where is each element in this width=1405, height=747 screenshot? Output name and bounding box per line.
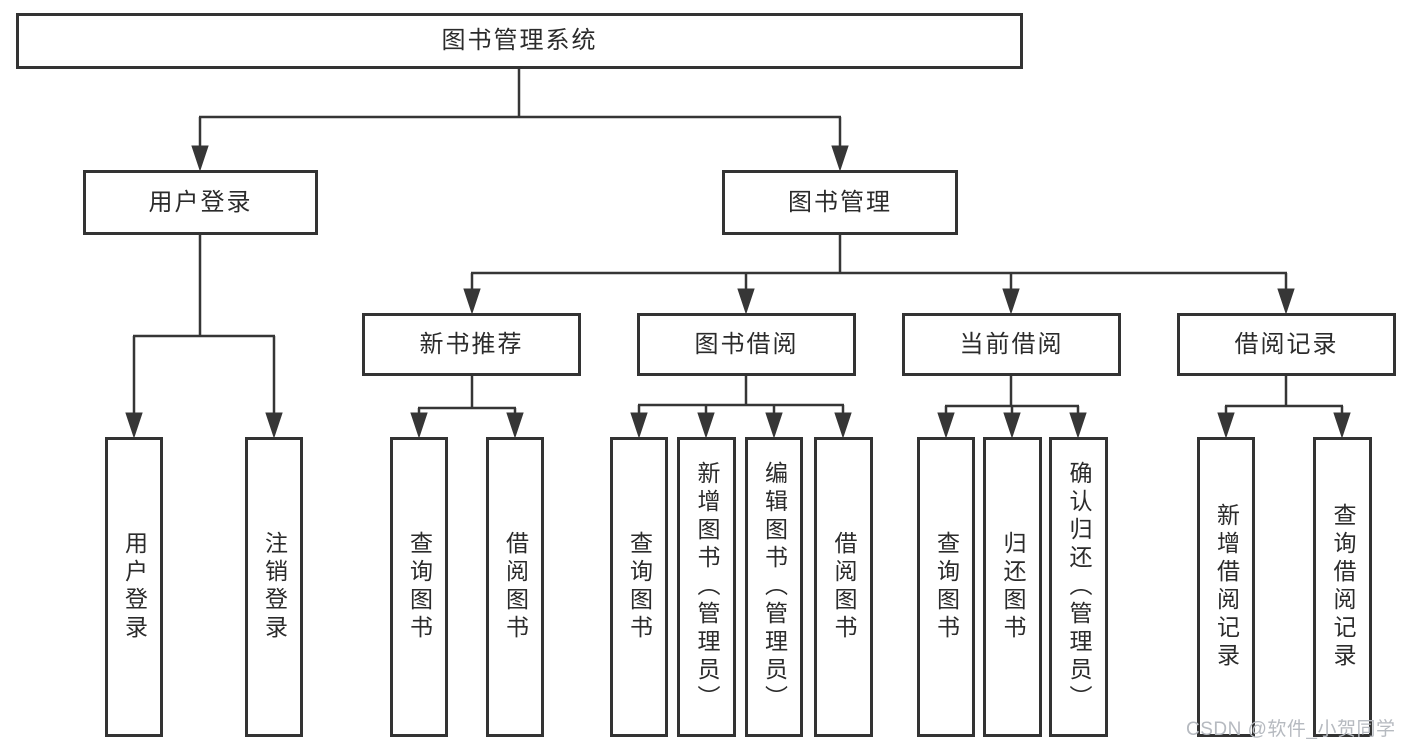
- node-label: 查询图书: [933, 531, 960, 643]
- leaf-logout: 注销登录: [245, 437, 303, 737]
- leaf-user-login: 用户登录: [105, 437, 163, 737]
- edge-borrowing-children: [630, 376, 852, 439]
- node-label: 借阅图书: [502, 531, 529, 643]
- leaf-query-books-recommend: 查询图书: [390, 437, 448, 737]
- edge-root-to-level2: [191, 69, 849, 172]
- node-label: 新增借阅记录: [1213, 503, 1240, 671]
- leaf-return-books: 归还图书: [983, 437, 1042, 737]
- node-label: 归还图书: [1000, 531, 1026, 643]
- node-label: 查询图书: [626, 531, 653, 643]
- node-label: 注销登录: [261, 531, 288, 643]
- leaf-add-borrow-record: 新增借阅记录: [1197, 437, 1255, 737]
- node-label: 图书借阅: [694, 330, 799, 358]
- csdn-watermark: CSDN @软件_小贺同学: [1186, 719, 1396, 740]
- node-current-borrowing: 当前借阅: [902, 313, 1121, 376]
- node-label: 借阅记录: [1234, 330, 1339, 358]
- leaf-query-books-current: 查询图书: [917, 437, 975, 737]
- edge-recommendation-children: [410, 376, 524, 439]
- edge-current-borrowing-children: [937, 376, 1087, 439]
- leaf-borrow-books-borrowing: 借阅图书: [814, 437, 873, 737]
- edge-records-children: [1217, 376, 1351, 439]
- leaf-query-books-borrowing: 查询图书: [610, 437, 668, 737]
- node-label: 编辑图书（管理员）: [761, 461, 788, 713]
- node-label: 查询图书: [406, 531, 433, 643]
- node-book-management: 图书管理: [722, 170, 958, 235]
- node-new-book-recommendation: 新书推荐: [362, 313, 581, 376]
- leaf-query-borrow-record: 查询借阅记录: [1313, 437, 1372, 737]
- node-label: 新书推荐: [419, 330, 524, 358]
- leaf-add-books-admin: 新增图书（管理员）: [677, 437, 736, 737]
- node-label: 查询借阅记录: [1330, 503, 1356, 671]
- node-label: 借阅图书: [831, 531, 857, 643]
- node-label: 当前借阅: [959, 330, 1064, 358]
- edge-book-management-children: [463, 235, 1295, 315]
- leaf-confirm-return-admin: 确认归还（管理员）: [1049, 437, 1108, 737]
- edge-user-login-children: [125, 235, 283, 439]
- node-library-management-system: 图书管理系统: [16, 13, 1023, 69]
- node-borrowing-records: 借阅记录: [1177, 313, 1396, 376]
- node-label: 用户登录: [121, 531, 148, 643]
- node-label: 新增图书（管理员）: [694, 461, 720, 713]
- node-book-borrowing: 图书借阅: [637, 313, 856, 376]
- node-label: 图书管理: [788, 188, 892, 216]
- node-label: 确认归还（管理员）: [1066, 461, 1092, 713]
- leaf-borrow-books-recommend: 借阅图书: [486, 437, 544, 737]
- node-user-login: 用户登录: [83, 170, 318, 235]
- node-label: 图书管理系统: [441, 27, 598, 54]
- leaf-edit-books-admin: 编辑图书（管理员）: [745, 437, 803, 737]
- node-label: 用户登录: [148, 188, 253, 216]
